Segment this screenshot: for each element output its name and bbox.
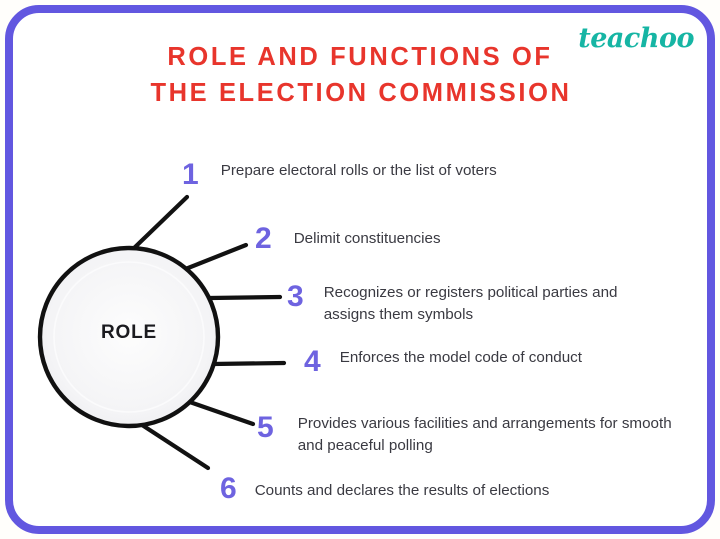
item-number: 4 [304,345,321,378]
list-item: 1 Prepare electoral rolls or the list of… [182,160,521,190]
item-number: 3 [287,280,304,313]
item-text: Recognizes or registers political partie… [323,284,618,323]
connector-line-2 [175,242,249,275]
role-hub-circle [37,245,221,429]
connector-line-5 [181,397,256,427]
list-item: 6 Counts and declares the results of ele… [220,474,655,504]
page-title: ROLE AND FUNCTIONS OF THE ELECTION COMMI… [0,39,720,111]
item-text: Counts and declares the results of elect… [254,482,550,499]
list-item: 3 Recognizes or registers political part… [287,282,654,325]
list-item: 2 Delimit constituencies [255,224,554,254]
item-number: 5 [257,411,274,444]
list-item: 4 Enforces the model code of conduct [304,347,590,377]
item-number: 2 [255,222,272,255]
hub-inner-ring [53,261,205,413]
teachoo-logo: teachoo [578,23,694,54]
list-item: 5 Provides various facilities and arrang… [257,413,678,456]
hub-label: ROLE [101,322,157,343]
connector-lines [129,194,287,471]
connector-line-4 [210,360,287,367]
item-text: Delimit constituencies [293,230,441,247]
item-number: 6 [220,472,237,505]
connector-line-1 [129,194,190,253]
item-text: Provides various facilities and arrangem… [297,415,672,454]
item-number: 1 [182,158,199,191]
page-title-line-2: THE ELECTION COMMISSION [150,79,572,107]
item-text: Enforces the model code of conduct [339,349,582,366]
page-title-line-1: ROLE AND FUNCTIONS OF [167,43,553,71]
connector-line-6 [136,420,211,471]
item-text: Prepare electoral rolls or the list of v… [220,162,497,179]
connector-line-3 [207,294,283,301]
